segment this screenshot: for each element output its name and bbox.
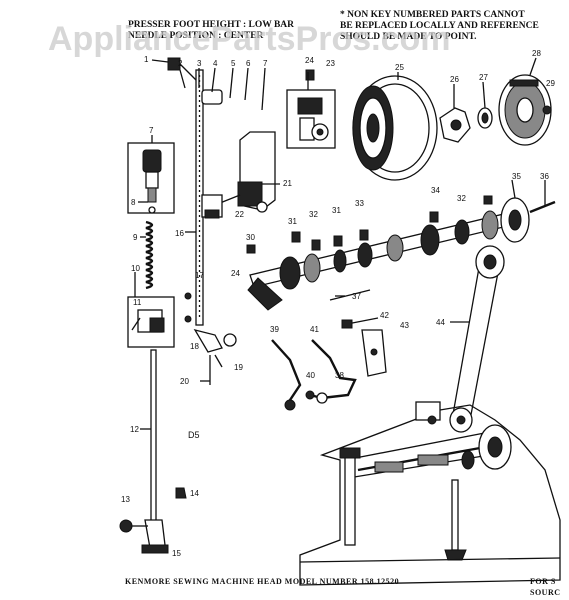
part-number-42: 42: [380, 311, 389, 320]
section-label-d5: D5: [188, 430, 200, 440]
part-number-37: 37: [352, 292, 361, 301]
nonkey-note-line3: SHOULD BE MADE TO POINT.: [340, 32, 476, 42]
part-number-14: 14: [190, 489, 199, 498]
part-number-31b: 31: [332, 206, 341, 215]
part-number-32b: 32: [457, 194, 466, 203]
part-number-9: 9: [133, 233, 138, 242]
part-number-25: 25: [395, 63, 404, 72]
connecting-rod: [449, 245, 505, 433]
part-number-24: 24: [231, 269, 240, 278]
part-number-16: 16: [175, 229, 184, 238]
part-number-43: 43: [400, 321, 409, 330]
part-number-22: 22: [235, 210, 244, 219]
part-number-35: 35: [512, 172, 521, 181]
part-number-19: 19: [234, 363, 243, 372]
part-number-12: 12: [130, 425, 139, 434]
part-number-39: 39: [270, 325, 279, 334]
part-number-33: 33: [355, 199, 364, 208]
part-number-32: 32: [309, 210, 318, 219]
diagram-caption: KENMORE SEWING MACHINE HEAD MODEL NUMBER…: [125, 577, 399, 586]
nonkey-note-line2: BE REPLACED LOCALLY AND REFERENCE: [340, 21, 539, 31]
main-shaft-assembly: [246, 195, 556, 311]
part-number-27: 27: [479, 73, 488, 82]
part-number-26: 26: [450, 75, 459, 84]
corner-text-line1: FOR S: [530, 577, 556, 586]
part-number-21: 21: [283, 179, 292, 188]
part-number-28: 28: [532, 49, 541, 58]
part-number-17: 17: [195, 271, 204, 280]
part-number-23: 23: [326, 59, 335, 68]
part-number-20: 20: [180, 377, 189, 386]
part-number-11: 11: [133, 298, 142, 307]
part-number-3: 3: [197, 59, 202, 68]
part-number-44: 44: [436, 318, 445, 327]
part-number-15: 15: [172, 549, 181, 558]
part-number-18: 18: [190, 342, 199, 351]
part-number-7-upper: 7: [263, 59, 268, 68]
part-number-36: 36: [540, 172, 549, 181]
stitch-levers: [271, 289, 387, 411]
part-number-4: 4: [213, 59, 218, 68]
nonkey-note-line1: * NON KEY NUMBERED PARTS CANNOT: [340, 10, 525, 20]
part-number-7: 7: [149, 126, 154, 135]
handwheel-assembly: [352, 74, 552, 181]
part-number-5: 5: [231, 59, 236, 68]
part-number-30: 30: [246, 233, 255, 242]
presser-note-line2: NEEDLE POSITION : CENTER: [128, 31, 264, 41]
watermark: AppliancePartsPros.com: [48, 20, 450, 58]
tension-spring: [145, 220, 154, 290]
part-number-10: 10: [131, 264, 140, 273]
part-number-38: 38: [335, 371, 344, 380]
part-number-31: 31: [288, 217, 297, 226]
part-number-13: 13: [121, 495, 130, 504]
part-number-40: 40: [306, 371, 315, 380]
needle-bar-assembly: [119, 142, 187, 554]
part-number-29: 29: [546, 79, 555, 88]
presser-bar-assembly: [167, 57, 276, 385]
part-number-41: 41: [310, 325, 319, 334]
presser-note-line1: PRESSER FOOT HEIGHT : LOW BAR: [128, 20, 294, 30]
part-number-24-upper: 24: [305, 56, 314, 65]
part-number-8: 8: [131, 198, 136, 207]
part-number-6: 6: [246, 59, 251, 68]
part-number-34: 34: [431, 186, 440, 195]
corner-text-line2: SOURC: [530, 588, 561, 597]
machine-body-outline: [299, 401, 561, 586]
leader-lines: [134, 57, 546, 430]
part-number-2: 2: [178, 59, 183, 68]
part-number-1: 1: [144, 55, 149, 64]
tension-bracket-assembly: [286, 69, 336, 149]
part-number-labels: 1 2 3 4 5 6 7 7 8 9 10 11 12 13 14 15 16…: [121, 49, 555, 558]
